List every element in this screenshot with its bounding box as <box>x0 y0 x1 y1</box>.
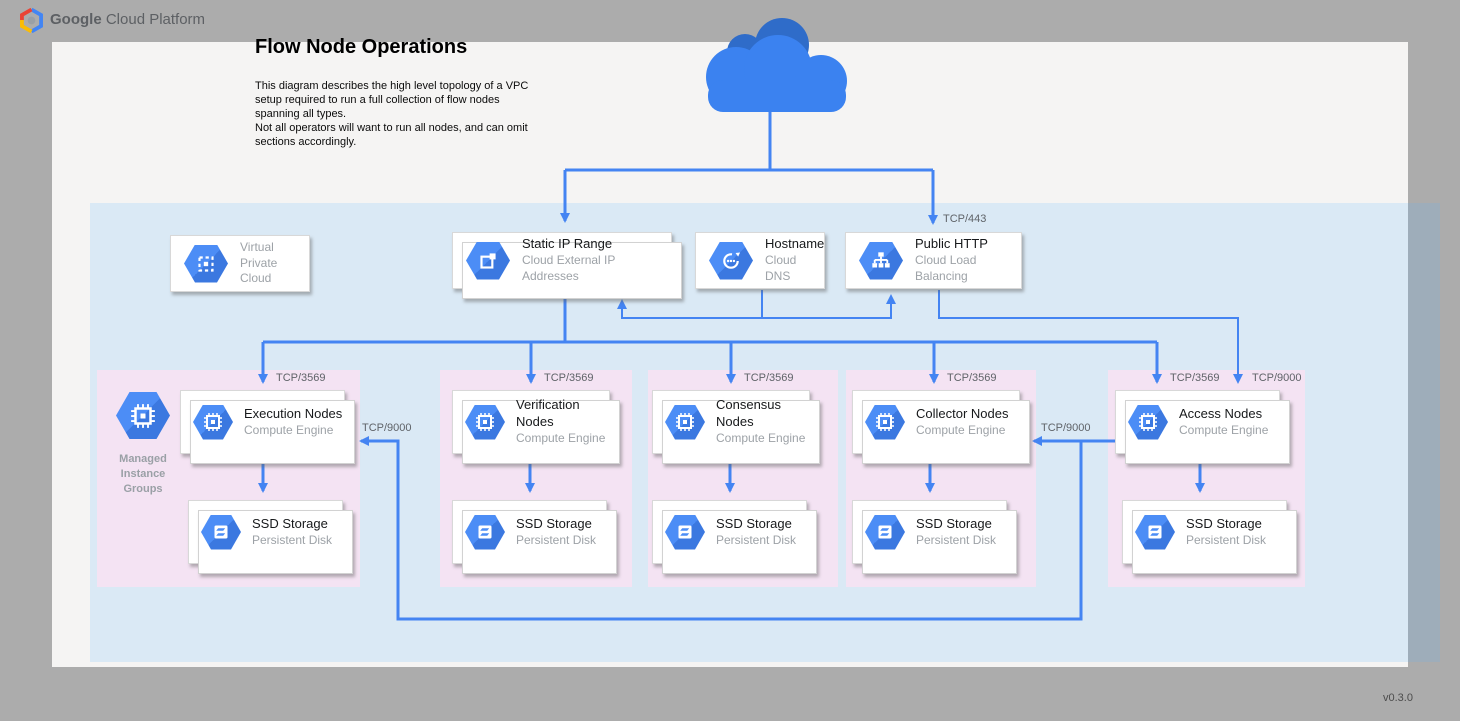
compute-engine-icon <box>465 404 505 440</box>
storage-platform: Persistent Disk <box>1186 532 1267 547</box>
group-platform: Compute Engine <box>1179 422 1269 437</box>
persistent-disk-icon <box>865 514 905 550</box>
group-platform: Compute Engine <box>244 422 334 437</box>
storage-platform: Persistent Disk <box>716 532 797 547</box>
external-ip-icon <box>466 241 510 280</box>
load-balancer-icon <box>859 241 903 280</box>
group-title: Consensus Nodes <box>716 397 782 430</box>
storage-title: SSD Storage <box>252 515 328 531</box>
version-label: v0.3.0 <box>1383 692 1413 704</box>
internet-cloud-icon <box>706 18 847 112</box>
storage-title: SSD Storage <box>1186 515 1262 531</box>
group-platform: Compute Engine <box>716 431 806 446</box>
card-public-http: Public HTTP Cloud Load Balancing <box>845 232 1022 289</box>
static-ip-subtitle: Cloud External IP Addresses <box>522 253 616 283</box>
compute-engine-icon <box>865 404 905 440</box>
storage-title: SSD Storage <box>716 515 792 531</box>
persistent-disk-icon <box>665 514 705 550</box>
card-access-nodes: Access Nodes Compute Engine <box>1115 390 1290 464</box>
brand-google: Google <box>50 11 102 28</box>
card-virtual-private-cloud: Virtual Private Cloud <box>170 235 310 292</box>
vpc-icon <box>184 244 228 283</box>
card-hostname: Hostname Cloud DNS <box>695 232 825 289</box>
persistent-disk-icon <box>465 514 505 550</box>
compute-engine-icon <box>665 404 705 440</box>
card-static-ip-range: Static IP Range Cloud External IP Addres… <box>452 232 682 299</box>
group-platform: Compute Engine <box>516 431 606 446</box>
card-execution-ssd: SSD Storage Persistent Disk <box>188 500 353 574</box>
managed-instance-groups-icon <box>116 392 170 439</box>
public-http-subtitle: Cloud Load Balancing <box>915 253 977 283</box>
managed-instance-groups-label: Managed Instance Groups <box>119 453 167 495</box>
gcp-logo-icon <box>20 7 43 34</box>
brand-cloud-platform: Cloud Platform <box>105 11 206 28</box>
card-execution-nodes: Execution Nodes Compute Engine <box>180 390 355 464</box>
vpc-card-line1: Virtual <box>240 240 274 255</box>
port-label-tcp9000: TCP/9000 <box>1252 372 1302 384</box>
port-label-tcp3569: TCP/3569 <box>544 372 594 384</box>
storage-title: SSD Storage <box>516 515 592 531</box>
card-consensus-ssd: SSD Storage Persistent Disk <box>652 500 817 574</box>
port-label-tcp3569: TCP/3569 <box>744 372 794 384</box>
brand-title: Google Cloud Platform <box>50 11 205 28</box>
port-label-tcp3569: TCP/3569 <box>1170 372 1220 384</box>
page-title: Flow Node Operations <box>255 36 468 58</box>
description-paragraph-1: This diagram describes the high level to… <box>255 80 529 120</box>
group-title: Access Nodes <box>1179 405 1263 421</box>
card-collector-ssd: SSD Storage Persistent Disk <box>852 500 1017 574</box>
port-label-tcp9000: TCP/9000 <box>1041 422 1091 434</box>
port-label-tcp3569: TCP/3569 <box>947 372 997 384</box>
card-verification-ssd: SSD Storage Persistent Disk <box>452 500 617 574</box>
description-paragraph-2: Not all operators will want to run all n… <box>255 122 528 148</box>
vpc-card-line2: Private Cloud <box>240 255 278 286</box>
group-title: Execution Nodes <box>244 405 343 421</box>
page-description: This diagram describes the high level to… <box>255 79 529 149</box>
group-title: Collector Nodes <box>916 405 1009 421</box>
storage-title: SSD Storage <box>916 515 992 531</box>
port-label-tcp9000: TCP/9000 <box>362 422 412 434</box>
card-verification-nodes: Verification Nodes Compute Engine <box>452 390 620 464</box>
hostname-subtitle: Cloud DNS <box>765 253 797 283</box>
port-label-tcp3569: TCP/3569 <box>276 372 326 384</box>
group-title: Verification Nodes <box>516 397 580 430</box>
hostname-title: Hostname <box>765 236 825 252</box>
public-http-title: Public HTTP <box>915 236 988 252</box>
persistent-disk-icon <box>201 514 241 550</box>
static-ip-title: Static IP Range <box>522 236 613 252</box>
group-platform: Compute Engine <box>916 422 1006 437</box>
compute-engine-icon <box>193 404 233 440</box>
card-collector-nodes: Collector Nodes Compute Engine <box>852 390 1030 464</box>
persistent-disk-icon <box>1135 514 1175 550</box>
port-label-tcp443: TCP/443 <box>943 213 987 225</box>
card-consensus-nodes: Consensus Nodes Compute Engine <box>652 390 820 464</box>
storage-platform: Persistent Disk <box>916 532 997 547</box>
storage-platform: Persistent Disk <box>516 532 597 547</box>
cloud-dns-icon <box>709 241 753 280</box>
storage-platform: Persistent Disk <box>252 532 333 547</box>
compute-engine-icon <box>1128 404 1168 440</box>
card-access-ssd: SSD Storage Persistent Disk <box>1122 500 1297 574</box>
